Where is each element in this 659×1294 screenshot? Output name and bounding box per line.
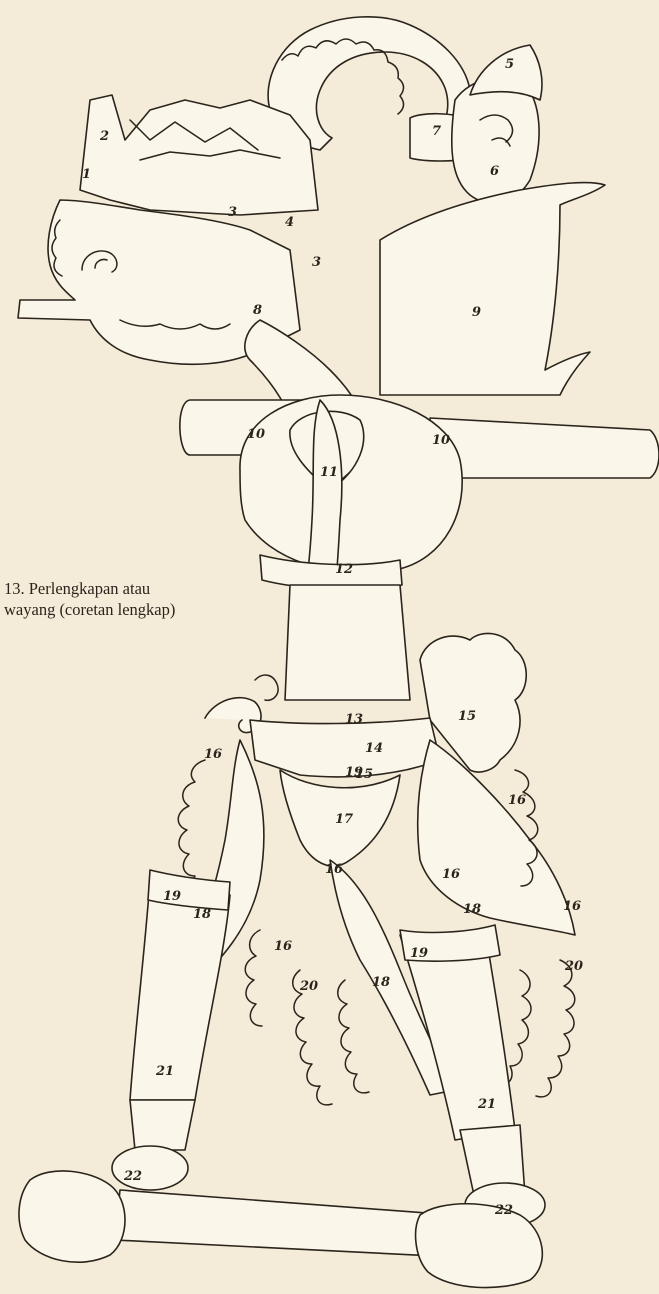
caption-line-2: wayang (coretan lengkap)	[4, 599, 254, 620]
part-label: 22	[494, 1203, 513, 1218]
part-label: 22	[123, 1169, 142, 1184]
part-label: 13	[345, 712, 363, 727]
part-label: 14	[365, 741, 383, 756]
part-label: 15	[458, 709, 476, 724]
part-label: 10	[432, 433, 450, 448]
part-label: 4	[285, 215, 294, 230]
part-label: 18	[193, 907, 211, 922]
part-label: 20	[564, 959, 583, 974]
part-label: 17	[335, 812, 353, 827]
skirt-right-drape	[418, 740, 575, 935]
part-label: 16	[563, 899, 581, 914]
part-label: 16	[204, 747, 222, 762]
part-label: 19	[345, 765, 363, 780]
part-label: 16	[274, 939, 292, 954]
back-ornament-6	[452, 77, 539, 203]
left-lower-fringe-16	[245, 930, 262, 1026]
part-label: 16	[325, 862, 343, 877]
part-label: 12	[335, 562, 353, 577]
part-label: 18	[463, 902, 481, 917]
part-label: 5	[505, 57, 514, 72]
right-sleeve-10	[430, 418, 659, 478]
part-label: 21	[155, 1064, 174, 1079]
part-label: 19	[163, 889, 181, 904]
part-label: 9	[472, 305, 481, 320]
part-label: 7	[432, 124, 441, 139]
left-foot-band	[130, 1100, 195, 1150]
part-label: 16	[442, 867, 460, 882]
hip-cloth	[285, 585, 410, 700]
base-left-foot	[19, 1171, 125, 1262]
caption-line-1: 13. Perlengkapan atau	[4, 578, 254, 599]
figure-caption: 13. Perlengkapan atau wayang (coretan le…	[4, 578, 254, 620]
wing-9	[380, 183, 605, 395]
part-label: 1	[82, 167, 91, 182]
part-label: 18	[372, 975, 390, 990]
part-label: 20	[299, 979, 318, 994]
part-label: 21	[477, 1097, 496, 1112]
part-label: 16	[508, 793, 526, 808]
part-label: 3	[312, 255, 321, 270]
part-label: 6	[490, 164, 499, 179]
part-label: 2	[99, 129, 109, 144]
part-label: 11	[320, 465, 338, 480]
part-label: 10	[247, 427, 265, 442]
base-right-foot	[416, 1204, 543, 1288]
center-fringe-2-20	[338, 980, 369, 1093]
part-label: 19	[410, 946, 428, 961]
part-label: 8	[253, 303, 262, 318]
back-ornament-5	[470, 45, 542, 100]
right-lower-fringe-20	[536, 960, 575, 1097]
part-label: 3	[228, 205, 237, 220]
left-leg-21	[130, 880, 230, 1100]
